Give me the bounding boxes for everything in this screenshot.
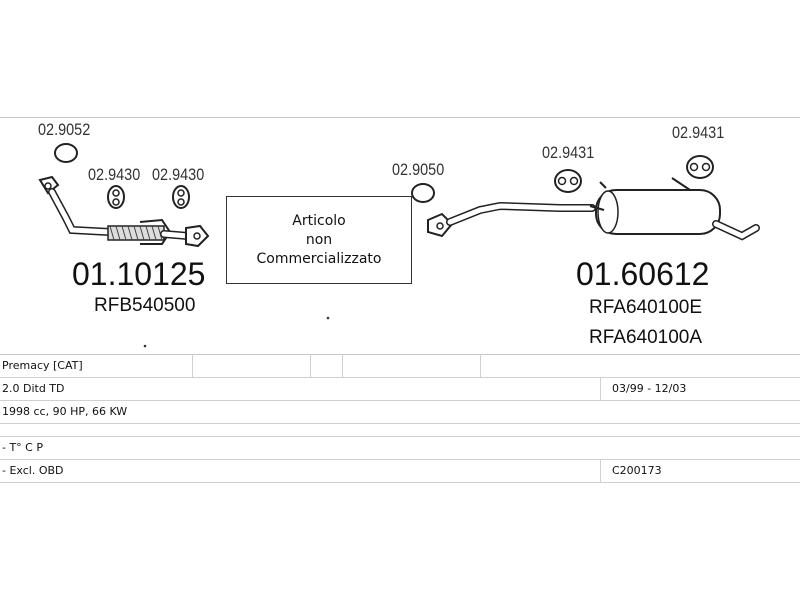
notice-line-2: non — [305, 231, 333, 248]
front-pipe-reference: RFB540500 — [94, 295, 196, 316]
vehicle-application-table: Premacy [CAT] 2.0 Ditd TD 03/99 - 12/03 … — [0, 354, 800, 483]
top-divider — [0, 117, 800, 118]
code-cell: C200173 — [612, 464, 662, 477]
table-row-engine: 2.0 Ditd TD 03/99 - 12/03 — [0, 378, 800, 401]
rear-silencer-reference-2: RFA640100A — [589, 327, 703, 348]
specs-cell: 1998 cc, 90 HP, 66 KW — [2, 405, 128, 418]
gasket-ring-02-9050-icon — [411, 183, 435, 203]
rubber-hanger-02-9431-a-icon — [554, 169, 582, 193]
option-2-cell: - Excl. OBD — [2, 464, 64, 477]
not-sold-notice: Articolo non Commercializzato — [226, 196, 412, 284]
table-row-specs: 1998 cc, 90 HP, 66 KW — [0, 401, 800, 424]
rubber-hanger-02-9430-b-icon — [172, 185, 190, 209]
rubber-hanger-02-9430-a-icon — [107, 185, 125, 209]
engine-cell: 2.0 Ditd TD — [2, 382, 65, 395]
gasket-ring-02-9052-icon — [54, 143, 78, 163]
part-label-hanger-02-9430-a: 02.9430 — [88, 165, 141, 184]
years-cell: 03/99 - 12/03 — [612, 382, 687, 395]
rear-silencer-reference-1: RFA640100E — [589, 297, 703, 318]
table-row-option-1: - T° C P — [0, 437, 800, 460]
part-label-hanger-02-9430-b: 02.9430 — [152, 165, 205, 184]
table-row-option-2: - Excl. OBD C200173 — [0, 460, 800, 483]
option-1-cell: - T° C P — [2, 441, 43, 454]
part-label-gasket-02-9050: 02.9050 — [392, 160, 445, 179]
model-cell: Premacy [CAT] — [2, 359, 83, 372]
front-pipe-01-10125-icon — [38, 175, 210, 248]
notice-line-1: Articolo — [292, 212, 346, 229]
rubber-hanger-02-9431-b-icon — [686, 155, 714, 179]
table-row-model: Premacy [CAT] — [0, 354, 800, 378]
table-row-spacer — [0, 436, 800, 437]
part-label-hanger-02-9431-b: 02.9431 — [672, 123, 725, 142]
part-label-hanger-02-9431-a: 02.9431 — [542, 143, 595, 162]
rear-silencer-01-60612-icon — [427, 177, 760, 241]
part-label-gasket-02-9052: 02.9052 — [38, 120, 91, 139]
notice-line-3: Commercializzato — [256, 250, 382, 267]
front-pipe-part-number: 01.10125 — [72, 256, 206, 292]
rear-silencer-part-number: 01.60612 — [576, 256, 710, 292]
